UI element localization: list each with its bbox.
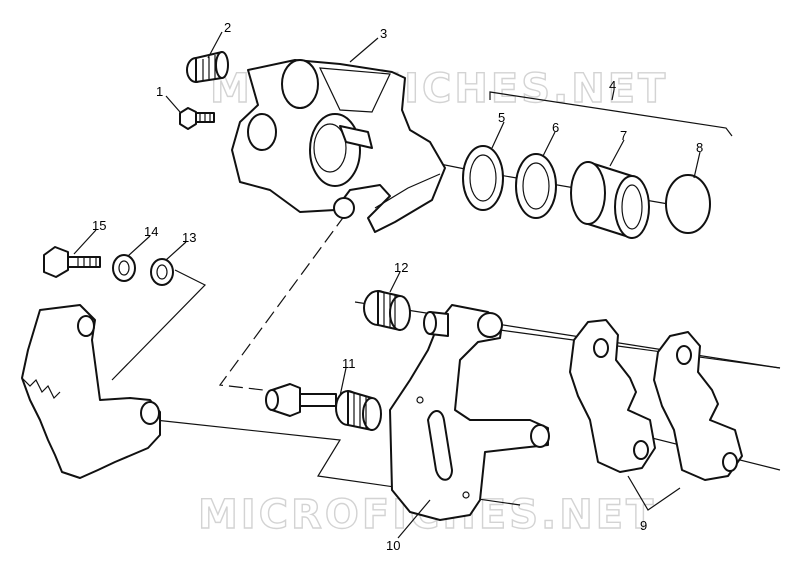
- callout-3: 3: [380, 26, 387, 41]
- part-7-piston: [570, 161, 650, 239]
- callout-5: 5: [498, 110, 505, 125]
- part-10-bracket: [389, 304, 550, 521]
- callout-7: 7: [620, 128, 627, 143]
- leader-lines: [73, 31, 733, 539]
- part-14-lock-washer: [112, 254, 136, 282]
- part-12-boot: [363, 290, 411, 331]
- part-2-bleed-screw: [186, 51, 229, 83]
- callout-9: 9: [640, 518, 647, 533]
- callout-8: 8: [696, 140, 703, 155]
- part-3-caliper-body: [231, 59, 446, 233]
- part-1-fitting: [179, 107, 215, 130]
- callout-14: 14: [144, 224, 158, 239]
- callout-15: 15: [92, 218, 106, 233]
- part-11-guide-pin: [265, 383, 382, 431]
- callout-1: 1: [156, 84, 163, 99]
- left-mount-bracket: [21, 304, 161, 479]
- callout-2: 2: [224, 20, 231, 35]
- callout-4: 4: [609, 78, 616, 93]
- callout-labels: 1 2 3 4 5 6 7 8 9 10 11 12 13 14 15: [92, 20, 703, 553]
- callout-10: 10: [386, 538, 400, 553]
- callout-11: 11: [342, 356, 356, 371]
- callout-13: 13: [182, 230, 196, 245]
- part-9-brake-pads: [569, 319, 743, 481]
- callout-12: 12: [394, 260, 408, 275]
- part-15-bolt: [43, 246, 101, 278]
- part-5-seal: [462, 145, 504, 211]
- part-8-cap: [665, 174, 711, 234]
- part-13-washer: [150, 258, 174, 286]
- callout-6: 6: [552, 120, 559, 135]
- slide-pin: [423, 311, 449, 337]
- part-6-seal: [515, 153, 557, 219]
